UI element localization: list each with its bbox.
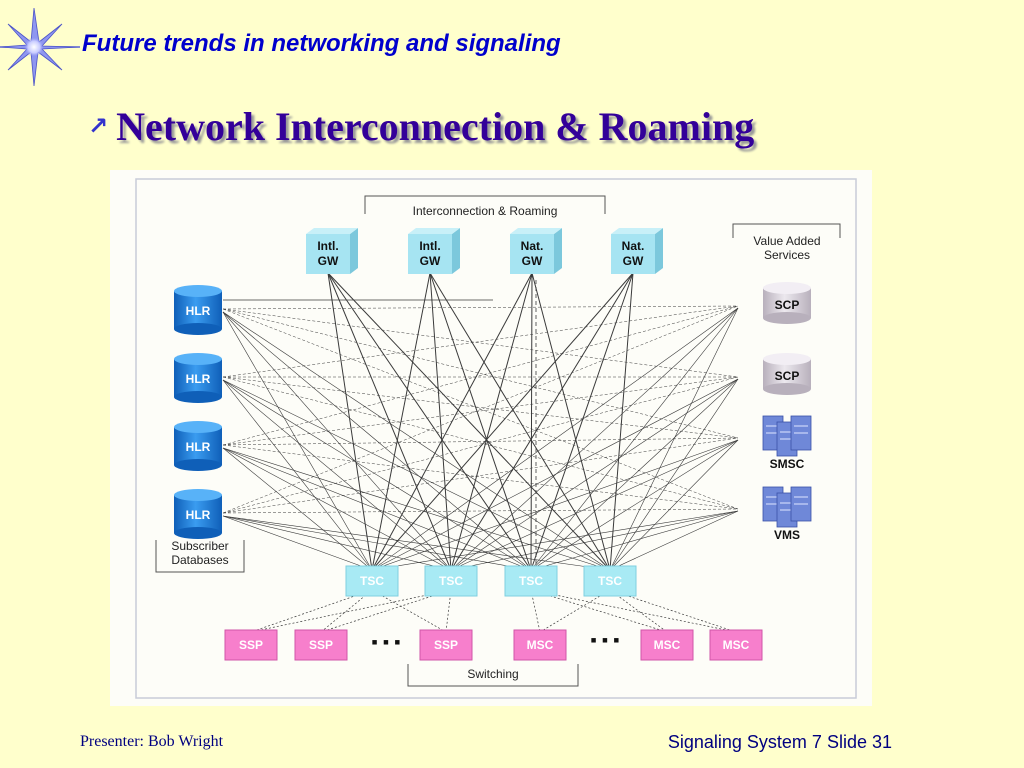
server-label: VMS bbox=[774, 528, 800, 542]
tsc-node: TSC bbox=[424, 565, 478, 597]
tsc-node: TSC bbox=[583, 565, 637, 597]
databases-bracket: Subscriber Databases bbox=[155, 539, 245, 573]
vas-bracket: Value Added Services bbox=[732, 223, 841, 262]
msc-ellipsis: ▪ ▪ ▪ bbox=[590, 630, 619, 650]
hlr-label: HLR bbox=[186, 372, 211, 386]
switch-label: SSP bbox=[309, 638, 333, 652]
diagram-frame bbox=[135, 178, 857, 699]
gateway-label: GW bbox=[623, 254, 644, 268]
slide-topic: Future trends in networking and signalin… bbox=[82, 30, 561, 57]
gateway-node: Nat.GW bbox=[510, 228, 562, 274]
tsc-node: TSC bbox=[345, 565, 399, 597]
tsc-label: TSC bbox=[439, 574, 463, 588]
switching-bracket: Switching bbox=[407, 664, 579, 687]
connection-lines bbox=[222, 272, 739, 633]
hlr-label: HLR bbox=[186, 440, 211, 454]
switch-node-msc: MSC bbox=[513, 629, 567, 661]
hlr-label: HLR bbox=[186, 304, 211, 318]
vas-node-smsc: SMSC bbox=[762, 415, 812, 471]
interconnection-bracket: Interconnection & Roaming bbox=[364, 195, 606, 218]
gateway-node: Nat.GW bbox=[611, 228, 663, 274]
gateway-label: GW bbox=[522, 254, 543, 268]
gateway-label: Nat. bbox=[622, 239, 645, 253]
server-label: SMSC bbox=[770, 457, 805, 471]
gateway-label: Nat. bbox=[521, 239, 544, 253]
vas-label-line1: Value Added bbox=[753, 234, 820, 248]
switch-node-ssp: SSP bbox=[294, 629, 348, 661]
gateway-node: Intl.GW bbox=[408, 228, 460, 274]
gateway-label: Intl. bbox=[317, 239, 338, 253]
switch-label: SSP bbox=[434, 638, 458, 652]
vas-node-vms: VMS bbox=[762, 486, 812, 542]
hlr-database: HLR bbox=[174, 489, 222, 539]
slide-number: Signaling System 7 Slide 31 bbox=[667, 732, 892, 752]
scp-label: SCP bbox=[775, 298, 800, 312]
databases-label-line1: Subscriber bbox=[171, 539, 228, 553]
hlr-label: HLR bbox=[186, 508, 211, 522]
gateway-node: Intl.GW bbox=[306, 228, 358, 274]
scp-label: SCP bbox=[775, 369, 800, 383]
switch-label: SSP bbox=[239, 638, 263, 652]
hlr-database: HLR bbox=[174, 285, 222, 335]
switch-label: MSC bbox=[723, 638, 750, 652]
gateway-label: GW bbox=[420, 254, 441, 268]
switch-label: MSC bbox=[527, 638, 554, 652]
switch-node-ssp: SSP bbox=[419, 629, 473, 661]
switching-label: Switching bbox=[467, 667, 518, 681]
tsc-label: TSC bbox=[598, 574, 622, 588]
diagram-nodes: Intl.GWIntl.GWNat.GWNat.GWHLRHLRHLRHLRSC… bbox=[174, 228, 812, 661]
vas-label-line2: Services bbox=[764, 248, 810, 262]
hlr-database: HLR bbox=[174, 353, 222, 403]
tsc-label: TSC bbox=[519, 574, 543, 588]
tsc-label: TSC bbox=[360, 574, 384, 588]
ssp-ellipsis: ▪ ▪ ▪ bbox=[371, 632, 400, 652]
switch-node-msc: MSC bbox=[640, 629, 694, 661]
slide-heading: ↗Network Interconnection & Roaming bbox=[88, 103, 754, 150]
diagonal-arrow-icon: ↗ bbox=[88, 112, 109, 140]
presenter-name: Presenter: Bob Wright bbox=[80, 733, 224, 750]
tsc-node: TSC bbox=[504, 565, 558, 597]
slide-title: Network Interconnection & Roaming bbox=[116, 104, 755, 149]
hlr-database: HLR bbox=[174, 421, 222, 471]
vas-node-scp: SCP bbox=[763, 353, 811, 395]
gateway-label: GW bbox=[318, 254, 339, 268]
switch-label: MSC bbox=[654, 638, 681, 652]
vas-node-scp: SCP bbox=[763, 282, 811, 324]
databases-label-line2: Databases bbox=[171, 553, 228, 567]
switch-node-msc: MSC bbox=[709, 629, 763, 661]
gateway-label: Intl. bbox=[419, 239, 440, 253]
network-diagram: Interconnection & Roaming Value Added Se… bbox=[110, 170, 872, 706]
interconnection-label: Interconnection & Roaming bbox=[413, 204, 558, 218]
switch-node-ssp: SSP bbox=[224, 629, 278, 661]
star-logo-icon bbox=[0, 8, 80, 86]
